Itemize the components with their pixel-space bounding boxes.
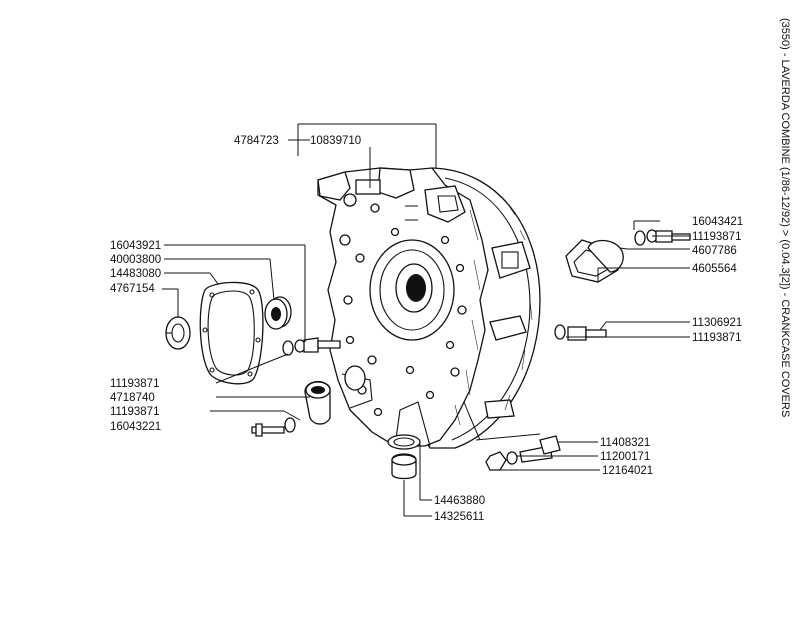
crankcase-cover-housing [317, 167, 541, 449]
part-label-11408321: 11408321 [600, 437, 650, 449]
bearing [264, 296, 292, 330]
seal-ring [165, 316, 191, 350]
diagram-side-title: (3550) - LAVERDA COMBINE (1/86-12/92) > … [779, 18, 791, 417]
part-label-14483080: 14483080 [110, 268, 161, 280]
screw-left-bottom [251, 417, 296, 437]
part-label-16043221: 16043221 [110, 421, 161, 433]
part-label-14325611: 14325611 [434, 511, 484, 523]
part-label-10839710: 10839710 [310, 135, 361, 147]
bolt-and-washer-left [282, 337, 341, 356]
small-cover-plate [565, 239, 624, 283]
part-label-4607786: 4607786 [692, 245, 737, 257]
part-label-11193871-right-lower: 11193871 [692, 332, 741, 344]
leader-lines [162, 123, 690, 517]
part-label-4605564: 4605564 [692, 263, 737, 275]
part-label-11193871-left-lower: 11193871 [110, 406, 159, 418]
plug-cover [304, 381, 331, 425]
part-label-11193871-right-upper: 11193871 [692, 231, 741, 243]
part-label-11306921: 11306921 [692, 317, 742, 329]
part-label-4784723: 4784723 [234, 135, 279, 147]
part-label-40003800: 40003800 [110, 254, 161, 266]
part-label-4718740: 4718740 [110, 392, 155, 404]
part-label-14463880: 14463880 [434, 495, 485, 507]
bolt-mid-right [554, 324, 607, 341]
drain-plug [387, 434, 421, 480]
part-label-16043421: 16043421 [692, 216, 743, 228]
part-label-12164021: 12164021 [602, 465, 653, 477]
part-label-11193871-left-upper: 11193871 [110, 378, 159, 390]
part-label-4767154: 4767154 [110, 283, 155, 295]
bolt-nut-lower-right [485, 435, 561, 471]
part-label-11200171: 11200171 [600, 451, 650, 463]
gasket [199, 281, 264, 385]
part-number-labels: 4784723 10839710 16043921 40003800 14483… [110, 135, 743, 523]
part-label-16043921: 16043921 [110, 240, 161, 252]
bolt-top-right [634, 229, 691, 246]
